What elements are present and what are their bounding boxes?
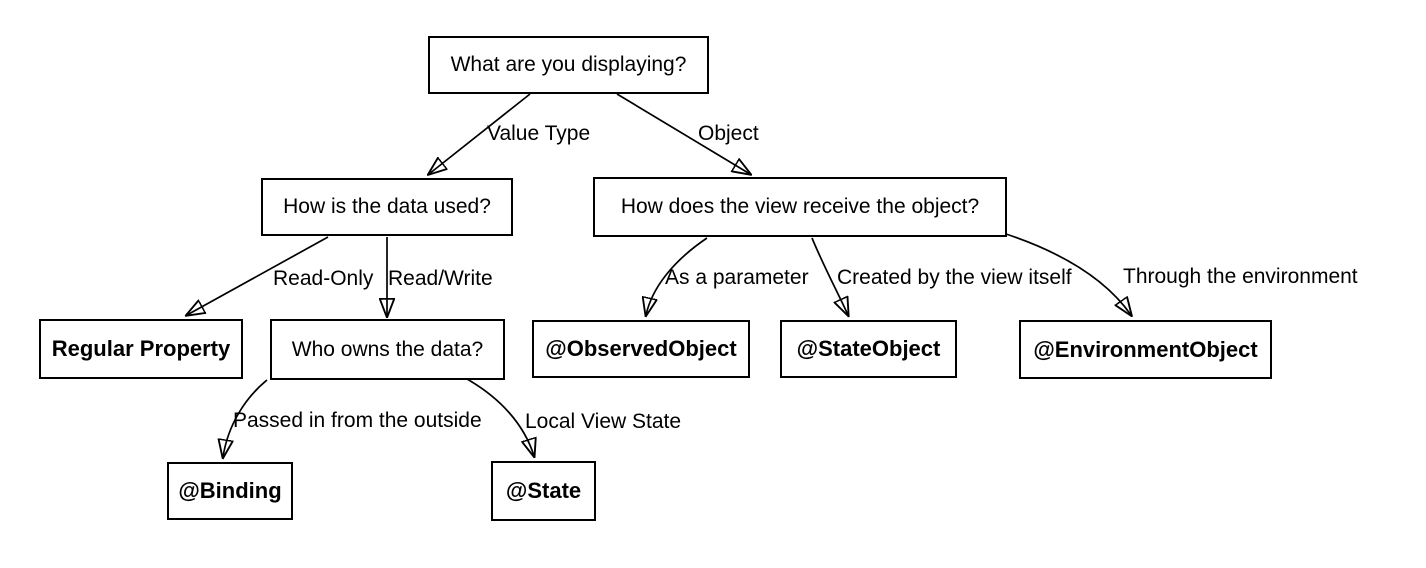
edge-passed-in-from-outside [223,379,268,457]
edge-label-read-only: Read-Only [273,267,374,290]
node-state: @State [491,461,596,521]
node-how-does-view-receive-object: How does the view receive the object? [593,177,1007,237]
node-state-object: @StateObject [780,320,957,378]
edge-label-through-environment: Through the environment [1123,265,1358,288]
edge-through-environment [1005,233,1131,315]
edge-created-by-view [811,237,848,315]
edge-value-type [429,93,531,174]
edge-label-object: Object [698,122,759,145]
edge-label-as-a-parameter: As a parameter [665,266,809,289]
edge-as-a-parameter [646,237,708,315]
node-regular-property: Regular Property [39,319,243,379]
edge-label-value-type: Value Type [487,122,591,145]
node-environment-object: @EnvironmentObject [1019,320,1272,379]
node-binding: @Binding [167,462,293,520]
edge-object [616,93,750,174]
node-how-is-the-data-used: How is the data used? [261,178,513,236]
node-what-are-you-displaying: What are you displaying? [428,36,709,94]
edge-label-local-view-state: Local View State [525,410,682,433]
node-observed-object: @ObservedObject [532,320,750,378]
edge-local-view-state [466,378,534,456]
node-who-owns-the-data: Who owns the data? [270,319,505,380]
edge-label-read-write: Read/Write [388,267,493,290]
edge-label-created-by-view-itself: Created by the view itself [837,266,1072,289]
edge-read-only [187,236,329,315]
edge-label-passed-in-from-outside: Passed in from the outside [233,409,482,432]
